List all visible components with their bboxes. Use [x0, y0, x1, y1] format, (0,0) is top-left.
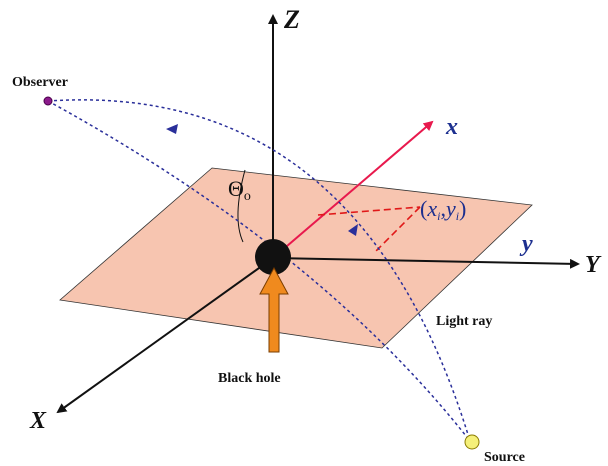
source-label: Source [484, 450, 525, 465]
light-ray-outer [47, 99, 471, 442]
image-projection-x [317, 206, 421, 216]
image-point-comma: , [440, 196, 446, 221]
image-point-close: ) [459, 196, 466, 221]
image-point-x: x [426, 196, 437, 221]
image-point-label: (xi,yi) [420, 196, 466, 223]
image-point-x-sub: i [437, 209, 440, 223]
y-axis-label: Y [585, 252, 602, 278]
x-image-axis-label: x [445, 114, 458, 140]
source-dot [464, 434, 480, 450]
observer-label: Observer [12, 75, 68, 90]
image-point-open: ( [420, 196, 427, 221]
image-point-y-sub: i [456, 209, 459, 223]
black-hole-pointer-arrow [259, 266, 289, 353]
z-axis-label: Z [283, 5, 300, 34]
x-axis-label: X [29, 408, 47, 434]
inclination-symbol: Θ [228, 176, 244, 201]
black-hole-label: Black hole [218, 371, 281, 386]
x-axis [56, 257, 274, 414]
inclination-subscript: o [244, 189, 251, 204]
y-axis [272, 257, 580, 269]
inclination-arc [237, 169, 246, 243]
y-image-axis-label: y [519, 231, 533, 257]
light-ray-label: Light ray [436, 314, 492, 329]
observer-dot [43, 96, 53, 106]
x-image-axis [272, 120, 434, 259]
black-hole [255, 239, 291, 275]
image-point-y: y [444, 196, 456, 221]
ray-direction-arrow-2 [348, 224, 358, 236]
ray-direction-arrow [166, 124, 178, 134]
inclination-label: Θo [228, 176, 251, 204]
